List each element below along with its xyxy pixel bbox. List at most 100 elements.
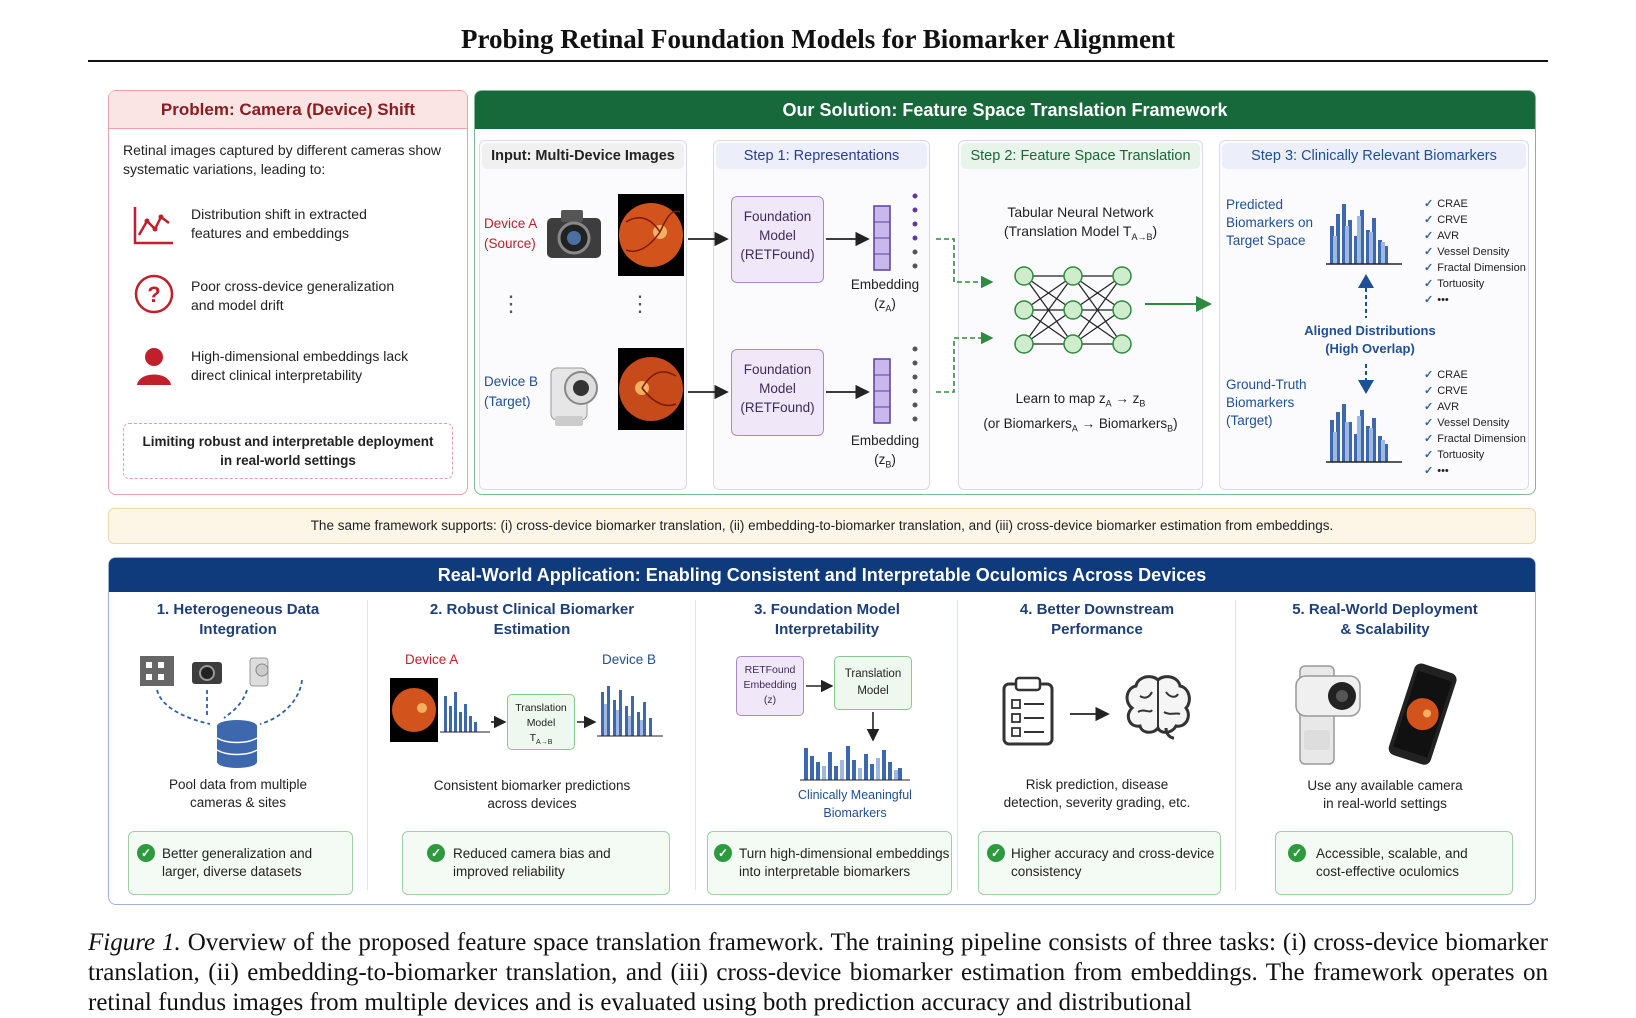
- app-col5-title: 5. Real-World Deployment & Scalability: [1240, 600, 1530, 640]
- benefit-line: Higher accuracy and cross-device: [1011, 846, 1215, 861]
- trend-chart-icon: [133, 207, 173, 245]
- tm-line: Model: [526, 717, 556, 729]
- col3-embedding-box: RETFound Embedding (z): [736, 656, 804, 716]
- app-col1-desc: Pool data from multiple cameras & sites: [113, 776, 363, 812]
- pred-line: Predicted: [1226, 197, 1284, 212]
- column-divider: [367, 600, 368, 890]
- col-desc-line: Use any available camera: [1307, 778, 1463, 793]
- biomarker-item: ✓•••: [1424, 294, 1449, 306]
- fm-line: Model: [759, 228, 796, 243]
- z-close: ): [891, 452, 896, 467]
- benefit-line: into interpretable biomarkers: [739, 864, 911, 879]
- app-col4-title: 4. Better Downstream Performance: [962, 600, 1232, 640]
- learn-map-line: Learn to map zA → zB: [958, 389, 1203, 414]
- z-sub-b: B: [885, 459, 892, 470]
- column-divider: [695, 600, 696, 890]
- app-col2-desc: Consistent biomarker predictions across …: [372, 777, 692, 813]
- figure-caption: Figure 1. Overview of the proposed featu…: [88, 928, 1548, 1018]
- problem-intro: Retinal images captured by different cam…: [123, 142, 442, 177]
- biomarker-item: ✓Vessel Density: [1424, 246, 1510, 258]
- biomarker-item: ✓Tortuosity: [1424, 278, 1485, 290]
- benefit-line: Turn high-dimensional embeddings: [739, 846, 950, 861]
- support-note-text: The same framework supports: (i) cross-d…: [310, 518, 1334, 533]
- app-col4-desc: Risk prediction, disease detection, seve…: [962, 776, 1232, 812]
- benefit-text: Higher accuracy and cross-device consist…: [1011, 845, 1214, 881]
- biomarker-item: ✓CRVE: [1424, 214, 1468, 226]
- ellipsis-vertical: ⋮: [500, 291, 522, 316]
- alignment-arrows: [1358, 274, 1374, 394]
- col4-arrow: [1070, 706, 1110, 722]
- problem-item-2: Poor cross-device generalization and mod…: [191, 278, 395, 313]
- check-circle-icon: ✓: [137, 844, 155, 862]
- ellipsis-vertical: ⋮: [629, 291, 651, 316]
- fm-line: Model: [759, 381, 796, 396]
- embedding-text: Embedding: [850, 277, 920, 292]
- col-title-line: & Scalability: [1340, 621, 1430, 638]
- biomarker-item: ✓CRAE: [1424, 369, 1468, 381]
- biomarker-item: ✓AVR: [1424, 230, 1460, 242]
- fundus-image-b: [618, 348, 684, 430]
- embed-line: (z): [763, 694, 777, 706]
- benefit-line: consistency: [1011, 864, 1082, 879]
- benefit-text: Accessible, scalable, and cost-effective…: [1316, 845, 1468, 881]
- title-rule: [88, 60, 1548, 62]
- aligned-line: Aligned Distributions: [1304, 323, 1436, 338]
- embed-line: RETFound: [744, 664, 796, 676]
- z-sub-a: A: [885, 303, 892, 314]
- brain-icon: [1125, 675, 1191, 740]
- col-title-line: 2. Robust Clinical Biomarker: [429, 601, 635, 618]
- tabular-nn-label: Tabular Neural Network (Translation Mode…: [958, 203, 1203, 247]
- app-col3-benefit: ✓ Turn high-dimensional embeddings into …: [707, 831, 952, 895]
- support-note: The same framework supports: (i) cross-d…: [108, 508, 1536, 544]
- predicted-biomarker-list: ✓CRAE ✓CRVE ✓AVR ✓Vessel Density ✓Fracta…: [1424, 196, 1526, 308]
- benefit-line: Better generalization and: [162, 846, 313, 861]
- app-col5-desc: Use any available camera in real-world s…: [1240, 777, 1530, 813]
- gt-line: Biomarkers: [1226, 395, 1295, 410]
- lm-sub: B: [1139, 398, 1146, 409]
- fundus-image-a: [618, 194, 684, 276]
- foundation-model-b: Foundation Model (RETFound): [731, 349, 824, 436]
- embedding-text: Embedding: [850, 433, 920, 448]
- camera-icon: [192, 662, 222, 684]
- tm-line: TA→B: [529, 732, 553, 747]
- predicted-histogram: [1326, 204, 1402, 265]
- embedding-zb: (zB): [850, 450, 920, 475]
- device-a-name: Device A: [484, 216, 538, 231]
- col-title-line: Performance: [1051, 621, 1143, 638]
- col-desc-line: Consistent biomarker predictions: [433, 778, 631, 793]
- embedding-vector-a: [873, 193, 918, 271]
- ground-truth-histogram: [1326, 404, 1402, 463]
- z-close: ): [891, 296, 896, 311]
- col3-translation-model: Translation Model: [834, 656, 912, 710]
- device-b-label: Device B (Target): [484, 372, 538, 412]
- foundation-model-a: Foundation Model (RETFound): [731, 196, 824, 283]
- tm-line: Translation: [844, 668, 902, 680]
- check-circle-icon: ✓: [987, 844, 1005, 862]
- biomarker-item: ✓•••: [1424, 465, 1449, 477]
- device-a-histogram: [440, 692, 490, 733]
- col2-device-a-label: Device A: [405, 652, 459, 667]
- z-open: (z: [874, 452, 886, 467]
- bm-arrow: → Biomarkers: [1077, 415, 1168, 431]
- fm-line: (RETFound): [740, 247, 815, 262]
- question-circle-icon: ?: [134, 274, 174, 314]
- person-icon: [137, 348, 171, 385]
- caption-label: Figure 1.: [88, 929, 181, 956]
- device-b-role: (Target): [484, 394, 531, 409]
- problem-panel: Problem: Camera (Device) Shift Retinal i…: [108, 90, 468, 495]
- device-a-role: (Source): [484, 236, 536, 251]
- page-title: Probing Retinal Foundation Models for Bi…: [460, 24, 1176, 54]
- bm-sub: A: [1071, 423, 1078, 434]
- problem-header: Problem: Camera (Device) Shift: [109, 91, 467, 129]
- tm-close: ): [1152, 223, 1158, 239]
- step2-title: Step 2: Feature Space Translation: [961, 143, 1200, 169]
- col-desc-line: Biomarkers: [823, 806, 887, 820]
- tm-line: Model: [857, 685, 889, 697]
- benefit-text: Better generalization and larger, divers…: [162, 845, 312, 881]
- biomarker-item: ✓Tortuosity: [1424, 449, 1485, 461]
- benefit-text: Reduced camera bias and improved reliabi…: [453, 845, 611, 881]
- benefit-line: improved reliability: [453, 864, 565, 879]
- biomarker-item: ✓Vessel Density: [1424, 417, 1510, 429]
- biomarker-item: ✓CRVE: [1424, 385, 1468, 397]
- tm-text: (Translation Model T: [1003, 223, 1132, 239]
